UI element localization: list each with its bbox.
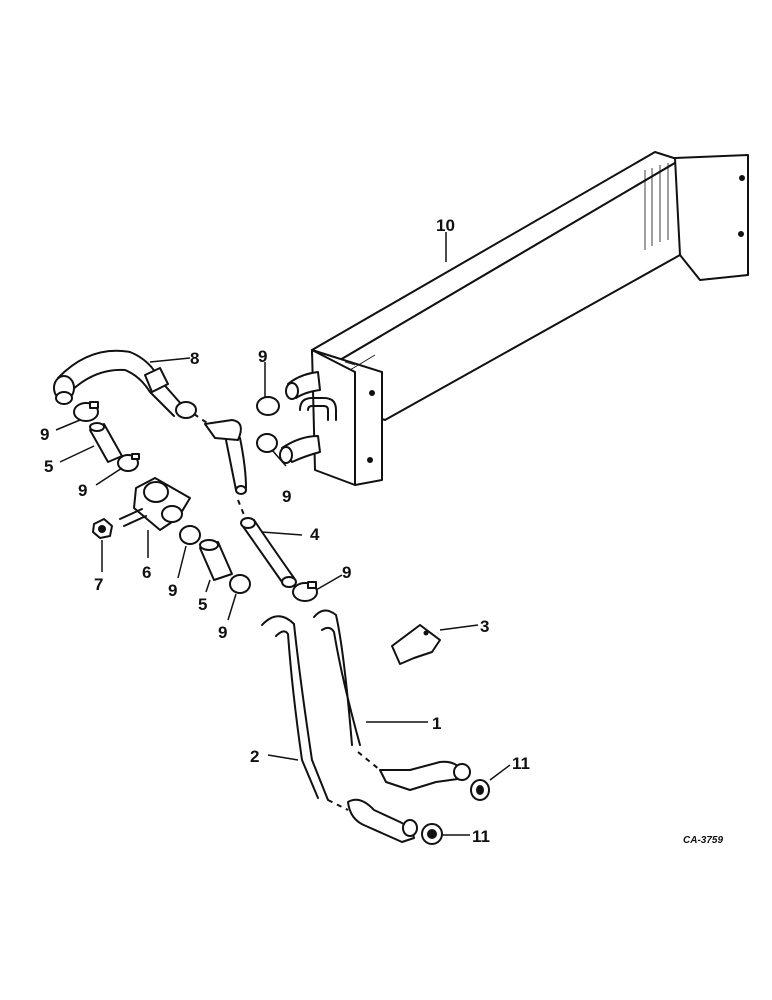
callout-5: 5 bbox=[198, 595, 207, 614]
callout-11: 11 bbox=[472, 827, 490, 846]
callout-4: 4 bbox=[310, 525, 320, 544]
tube-2 bbox=[261, 615, 418, 843]
callout-9: 9 bbox=[258, 347, 267, 366]
callout-9: 9 bbox=[40, 425, 49, 444]
callout-9: 9 bbox=[78, 481, 87, 500]
callout-9: 9 bbox=[168, 581, 177, 600]
clamp-9 bbox=[73, 396, 318, 602]
callout-9: 9 bbox=[282, 487, 291, 506]
clip-3 bbox=[391, 624, 441, 665]
heater-core bbox=[279, 151, 749, 486]
hose-5 bbox=[89, 422, 233, 581]
hose-8 bbox=[53, 349, 247, 495]
hose-4 bbox=[237, 499, 297, 588]
leader-lines bbox=[55, 232, 511, 836]
callout-6: 6 bbox=[142, 563, 151, 582]
callout-2: 2 bbox=[250, 747, 259, 766]
grommet-11 bbox=[421, 779, 490, 845]
callout-10: 10 bbox=[436, 216, 455, 235]
callout-7: 7 bbox=[94, 575, 103, 594]
tube-1 bbox=[313, 609, 471, 791]
nut-7 bbox=[92, 518, 113, 539]
valve-6 bbox=[119, 477, 191, 531]
callout-5: 5 bbox=[44, 457, 53, 476]
callout-9: 9 bbox=[342, 563, 351, 582]
callout-8: 8 bbox=[190, 349, 199, 368]
callout-1: 1 bbox=[432, 714, 441, 733]
callout-11: 11 bbox=[512, 754, 530, 773]
figure-code: CA-3759 bbox=[683, 835, 723, 846]
callout-3: 3 bbox=[480, 617, 489, 636]
callout-9: 9 bbox=[218, 623, 227, 642]
